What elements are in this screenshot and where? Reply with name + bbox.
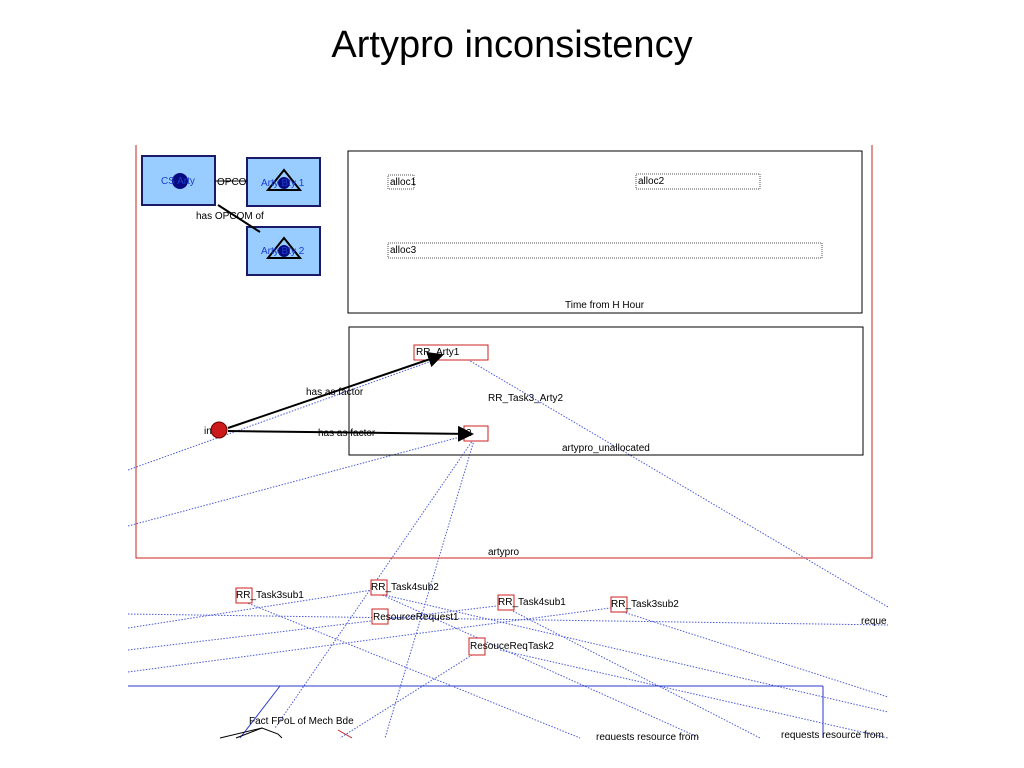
page-title: Artypro inconsistency — [331, 24, 693, 66]
opcom-edge-2 — [217, 204, 261, 233]
input-node-label: in — [204, 426, 212, 437]
relation-lines — [127, 354, 889, 739]
alloc2-label: alloc2 — [638, 176, 665, 187]
artypro-container — [135, 145, 873, 559]
arty-bty-2-label: Arty Bty 2 — [261, 246, 305, 257]
has-as-factor-label-1: has as factor — [306, 387, 364, 398]
alloc3-label: alloc3 — [390, 245, 417, 256]
rr-task3sub2-node[interactable] — [610, 596, 628, 613]
solid-relation-line — [128, 685, 824, 739]
factor-edge-2 — [227, 425, 474, 442]
alloc2-slot[interactable] — [635, 173, 761, 190]
time-panel-caption: Time from H Hour — [565, 300, 645, 311]
requests-resource-from-label-1: requests resource from — [596, 732, 699, 743]
arty-bty-2-node[interactable]: Arty Bty 2 — [246, 226, 321, 276]
resource-request1-node[interactable] — [371, 608, 389, 625]
unallocated-caption: artypro_unallocated — [562, 443, 650, 454]
fact-fpol-node — [219, 727, 353, 739]
time-panel — [347, 150, 863, 314]
rr-task4sub2-node[interactable] — [370, 579, 388, 596]
rr-task4sub2-label: RR_Task4sub2 — [371, 582, 439, 593]
rr-task4sub1-node[interactable] — [497, 594, 515, 611]
rr-task3-arty2-label[interactable]: RR_Task3_Arty2 — [488, 393, 563, 404]
unallocated-panel — [348, 326, 864, 456]
factor-edge-1 — [227, 351, 444, 429]
fact-fpol-label[interactable]: Fact FPoL of Mech Bde — [249, 716, 354, 727]
resource-request1-label: ResourceRequest1 — [373, 612, 459, 623]
resouce-req-task2-label: ResouceReqTask2 — [470, 641, 554, 652]
opcom-edge-label: OPCO — [217, 177, 247, 188]
artypro-caption: artypro — [488, 547, 520, 558]
alloc3-slot[interactable] — [387, 242, 823, 259]
reque-label: reque — [861, 616, 887, 627]
triangle-icon — [265, 236, 303, 259]
triangle-icon — [265, 168, 303, 191]
has-opcom-of-label: has OPCOM of — [196, 211, 264, 222]
arty-bty-1-label: Arty Bty 1 — [261, 178, 305, 189]
alloc1-label: alloc1 — [390, 177, 417, 188]
arty-bty-1-node[interactable]: Arty Bty 1 — [246, 157, 321, 207]
rr-task4sub1-label: RR_Task4sub1 — [498, 597, 566, 608]
cs-arty-label: CS Arty — [161, 176, 195, 187]
bottom-clip — [0, 740, 1024, 768]
alloc1-slot[interactable] — [387, 174, 415, 190]
input-node[interactable] — [210, 421, 228, 439]
rr-task3sub1-label: RR_Task3sub1 — [236, 590, 304, 601]
cs-arty-node[interactable]: CS Arty — [141, 155, 216, 206]
requests-resource-from-label-2: requests resource from — [781, 730, 884, 741]
rr-task3sub1-node[interactable] — [235, 587, 253, 604]
resouce-req-task2-node[interactable] — [468, 637, 486, 656]
has-as-factor-label-2: has as factor — [318, 428, 376, 439]
rr-task3sub2-label: RR_Task3sub2 — [611, 599, 679, 610]
